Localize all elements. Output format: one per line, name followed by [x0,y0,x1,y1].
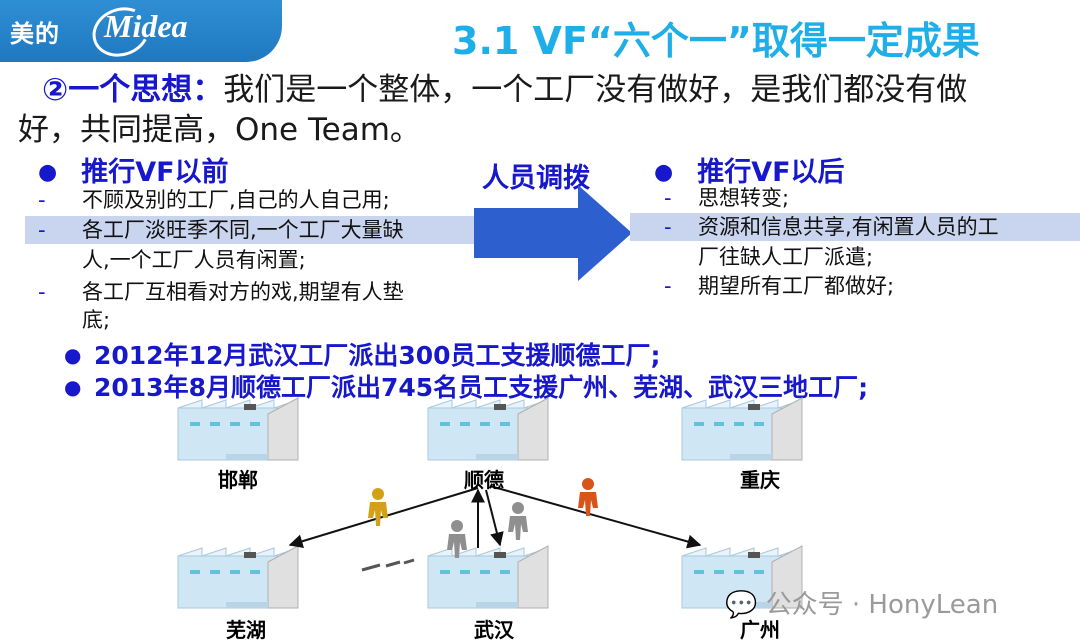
before-item-2-cont: 人,一个工厂人员有闲置; [82,248,306,272]
before-item-2: -各工厂淡旺季不同,一个工厂大量缺 [25,216,479,244]
wechat-icon: 💬 [725,590,758,620]
worker-icon [578,478,598,516]
factory-handan [177,397,299,461]
bullet-dot: ● [64,375,82,399]
watermark: 💬 公众号 · HonyLean [725,584,998,621]
factory-wuhu [177,545,299,609]
motion-marks [361,558,415,572]
bullet-dot: ● [38,160,58,185]
after-item-3: -期望所有工厂都做好; [664,274,895,298]
midea-logo: 美的 Midea [0,0,282,62]
worker-icon [508,502,528,540]
label-wuhu: 芜湖 [226,618,266,642]
label-handan: 邯郸 [218,468,258,492]
watermark-text: 公众号 · HonyLean [765,590,999,620]
bullet-dot: ● [64,343,82,367]
slide-title: 3.1 VF“六个一”取得一定成果 [452,19,980,63]
bullet-dot: ● [654,160,674,185]
after-item-2: -资源和信息共享,有闲置人员的工 [630,213,1080,241]
before-item-3-cont: 底; [82,308,111,332]
before-heading: ● 推行VF以前 [38,150,229,189]
example-2: ●2013年8月顺德工厂派出745名员工支援广州、芜湖、武汉三地工厂; [64,373,869,402]
logo-cn-text: 美的 [10,20,60,48]
after-heading-text: 推行VF以后 [697,157,845,188]
before-item-3: -各工厂互相看对方的戏,期望有人垫 [38,280,404,304]
after-item-1: -思想转变; [664,186,790,210]
thought-line1: 我们是一个整体，一个工厂没有做好，是我们都没有做 [223,72,968,108]
before-item-1: -不顾及别的工厂,自己的人自己用; [38,188,390,212]
arrow-shunde-to-guangzhou [489,485,702,549]
label-guangzhou: 广州 [740,618,780,642]
example-1: ●2012年12月武汉工厂派出300员工支援顺德工厂; [64,341,661,370]
arrow-shunde-to-wuhan [485,489,504,547]
before-heading-text: 推行VF以前 [81,157,229,188]
thought-paragraph: ②一个思想：我们是一个整体，一个工厂没有做好，是我们都没有做 好，共同提高，On… [18,70,1080,148]
label-shunde: 顺德 [464,468,504,492]
transfer-arrow [474,185,632,281]
after-item-2-cont: 厂往缺人工厂派遣; [698,245,874,269]
factory-shunde [427,397,549,461]
thought-line2: 好，共同提高，One Team。 [18,112,421,148]
logo-en-text: Midea [104,8,188,44]
thought-lead: ②一个思想： [42,72,224,108]
transfer-label: 人员调拨 [482,163,590,194]
after-heading: ● 推行VF以后 [654,150,845,189]
factory-wuhan [427,545,549,609]
label-wuhan: 武汉 [474,618,514,642]
label-chongqing: 重庆 [740,468,780,492]
factory-chongqing [681,397,803,461]
